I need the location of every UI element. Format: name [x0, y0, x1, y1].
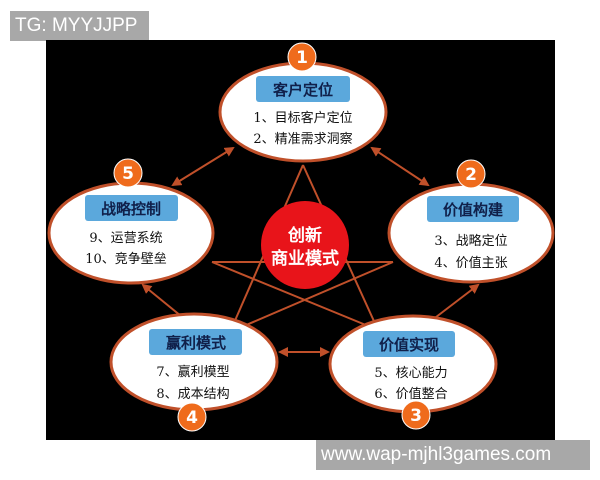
node-item: 1、目标客户定位 — [253, 110, 352, 126]
node-title: 赢利模式 — [166, 334, 226, 352]
node-title: 价值实现 — [379, 336, 439, 354]
arrow-1-2 — [370, 146, 430, 187]
node-item: 9、运营系统 — [89, 231, 162, 246]
title-box — [363, 331, 455, 357]
node-item: 2、精准需求洞察 — [253, 132, 352, 147]
node-item: 4、价值主张 — [434, 255, 507, 271]
badge — [177, 402, 207, 432]
node-profit-model: 赢利模式 7、赢利模型 8、成本结构 4 — [109, 312, 279, 432]
badge-number: 2 — [465, 165, 477, 185]
node-item: 8、成本结构 — [156, 387, 229, 402]
star-line — [211, 261, 379, 331]
badge — [287, 42, 317, 72]
star-line — [229, 261, 394, 333]
badge-number: 1 — [296, 48, 308, 68]
center-line2: 商业模式 — [271, 248, 339, 269]
title-box — [149, 329, 242, 355]
node-item: 5、核心能力 — [374, 366, 447, 381]
badge-number: 5 — [122, 164, 134, 184]
node-item: 3、战略定位 — [434, 233, 507, 249]
node-value-realization: 价值实现 5、核心能力 6、价值整合 3 — [328, 314, 498, 430]
badge-number: 3 — [410, 406, 422, 426]
node-customer-positioning: 客户定位 1、目标客户定位 2、精准需求洞察 1 — [218, 42, 388, 163]
node-title: 战略控制 — [101, 200, 161, 218]
badge — [401, 400, 431, 430]
center-circle: 创新 商业模式 — [261, 201, 349, 289]
badge — [456, 159, 486, 189]
watermark-bottom-right: www.wap-mjhl3games.com — [316, 440, 590, 470]
title-box — [85, 195, 178, 221]
title-box — [427, 196, 519, 222]
badge — [113, 158, 143, 188]
center-line1: 创新 — [287, 225, 322, 246]
node-title: 客户定位 — [272, 81, 333, 99]
node-item: 7、赢利模型 — [156, 364, 229, 380]
node-strategic-control: 战略控制 9、运营系统 10、竞争壁垒 5 — [47, 158, 215, 285]
title-box — [256, 76, 350, 102]
arrow-1-5 — [171, 146, 235, 187]
badge-number: 4 — [186, 408, 198, 428]
node-item: 10、竞争壁垒 — [85, 251, 167, 267]
node-item: 6、价值整合 — [374, 386, 447, 402]
node-title: 价值构建 — [443, 201, 504, 219]
watermark-top-left: TG: MYYJJPP — [10, 11, 149, 41]
node-value-construction: 价值构建 3、战略定位 4、价值主张 2 — [387, 159, 555, 284]
